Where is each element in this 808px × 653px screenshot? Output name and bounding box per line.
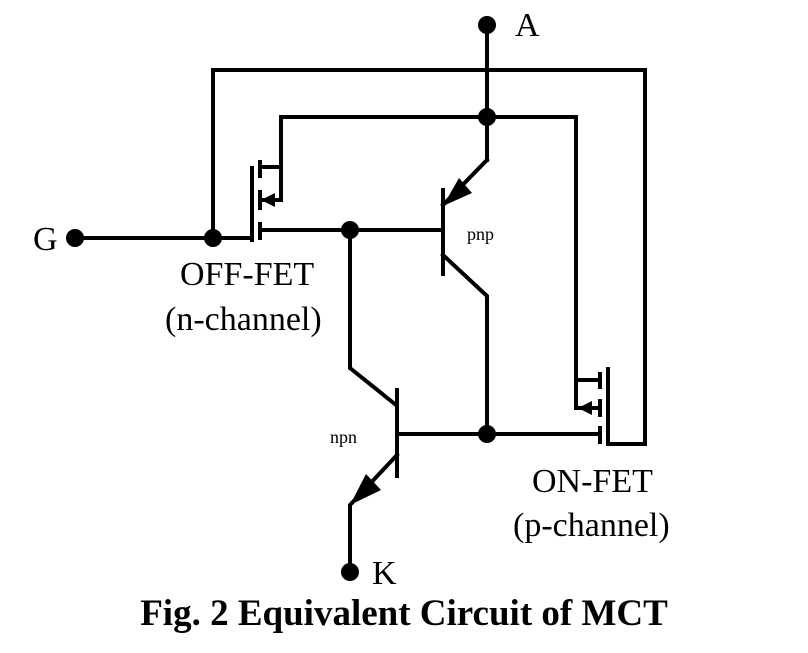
off-fet-type-label: (n-channel) [165, 301, 322, 338]
anode-junction-dot [478, 108, 496, 126]
npn-transistor [348, 388, 489, 574]
on-fet-arrow [578, 401, 592, 415]
npn-collector-wire [348, 228, 399, 408]
off-fet-drain-wire [258, 115, 489, 169]
off-fet-symbol [250, 160, 352, 242]
off-fet-name-label: OFF-FET [180, 256, 314, 293]
anode-label: A [515, 7, 540, 44]
npn-emitter-arrow [350, 474, 381, 505]
gate-terminal-dot [66, 229, 84, 247]
on-fet-symbol [574, 367, 610, 446]
off-fet-arrow [261, 193, 275, 207]
on-fet-source-wire [485, 115, 578, 382]
pnp-transistor [440, 157, 490, 436]
gate-label: G [33, 221, 58, 258]
figure-caption: Fig. 2 Equivalent Circuit of MCT [140, 593, 668, 634]
on-fet-name-label: ON-FET [532, 463, 653, 500]
gate-junction-dot [204, 229, 222, 247]
anode-terminal-dot [478, 16, 496, 34]
gate-loop-wire [211, 68, 647, 446]
npn-label: npn [330, 427, 357, 447]
cathode-label: K [372, 555, 397, 592]
pnp-emitter-arrow [443, 178, 472, 206]
on-fet-type-label: (p-channel) [513, 507, 670, 544]
base-junction-dot [341, 221, 359, 239]
pnp-label: pnp [467, 224, 494, 244]
collector-junction-dot [478, 425, 496, 443]
cathode-terminal-dot [341, 563, 359, 581]
